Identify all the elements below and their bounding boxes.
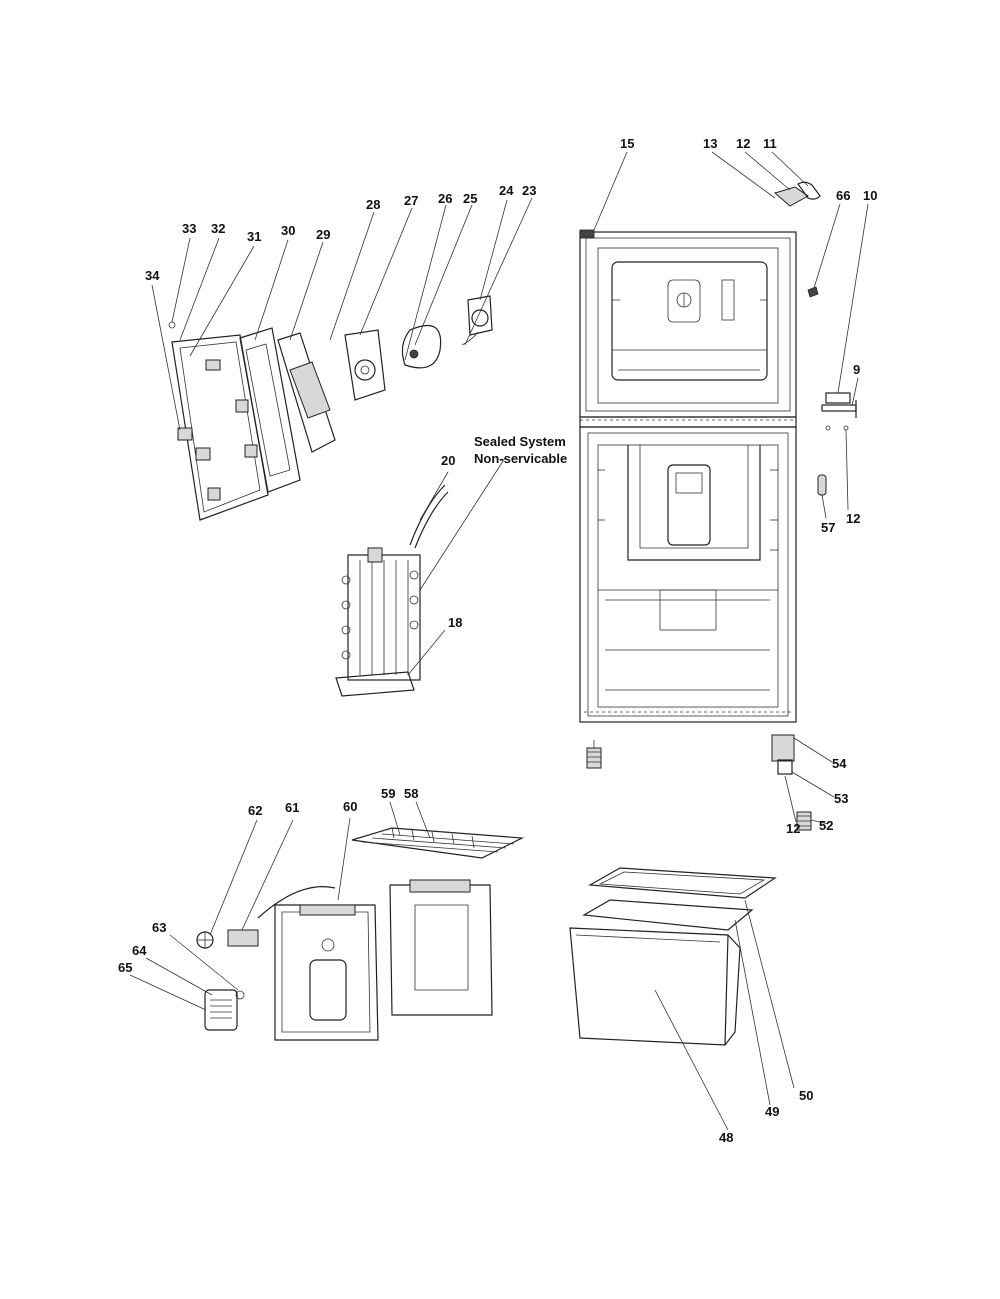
bottom-hinge-parts <box>771 734 835 831</box>
ice-maker-assembly <box>129 801 525 1041</box>
callout-63: 63 <box>152 920 167 935</box>
callout-12-right: 12 <box>846 511 861 526</box>
sealed-system-note-line1: Sealed System <box>474 434 566 449</box>
callout-20: 20 <box>441 453 456 468</box>
callout-31: 31 <box>247 229 262 244</box>
callout-25: 25 <box>463 191 478 206</box>
callout-58: 58 <box>404 786 419 801</box>
callout-59: 59 <box>381 786 396 801</box>
callout-61: 61 <box>285 800 300 815</box>
crisper-drawer-assembly <box>569 867 795 1131</box>
sealed-system-note-line2: Non-servicable <box>474 451 568 466</box>
callout-62: 62 <box>248 803 263 818</box>
callout-66: 66 <box>836 188 851 203</box>
callout-54: 54 <box>832 756 847 771</box>
callout-34: 34 <box>145 268 160 283</box>
callout-30: 30 <box>281 223 296 238</box>
callout-18: 18 <box>448 615 463 630</box>
callout-9: 9 <box>853 362 861 377</box>
callout-12-top: 12 <box>736 136 751 151</box>
callout-52: 52 <box>819 818 834 833</box>
evaporator <box>335 457 506 697</box>
callout-32: 32 <box>211 221 226 236</box>
handle-parts <box>593 151 869 519</box>
callout-11: 11 <box>763 136 777 151</box>
callout-27: 27 <box>404 193 419 208</box>
callout-60: 60 <box>343 799 358 814</box>
callout-64: 64 <box>132 943 147 958</box>
callout-13: 13 <box>703 136 718 151</box>
callout-33: 33 <box>182 221 197 236</box>
callout-65: 65 <box>118 960 133 975</box>
control-fan-assembly <box>151 197 533 521</box>
callout-49: 49 <box>765 1104 780 1119</box>
callout-26: 26 <box>438 191 453 206</box>
callout-12-bottom: 12 <box>786 821 801 836</box>
callout-23: 23 <box>522 183 537 198</box>
callout-28: 28 <box>366 197 381 212</box>
callout-50: 50 <box>799 1088 814 1103</box>
callout-48: 48 <box>719 1130 734 1145</box>
callout-15: 15 <box>620 136 635 151</box>
callout-57: 57 <box>821 520 836 535</box>
callout-53: 53 <box>834 791 849 806</box>
refrigerator-cabinet <box>579 229 797 769</box>
callout-10: 10 <box>863 188 878 203</box>
callout-24: 24 <box>499 183 514 198</box>
callout-29: 29 <box>316 227 331 242</box>
